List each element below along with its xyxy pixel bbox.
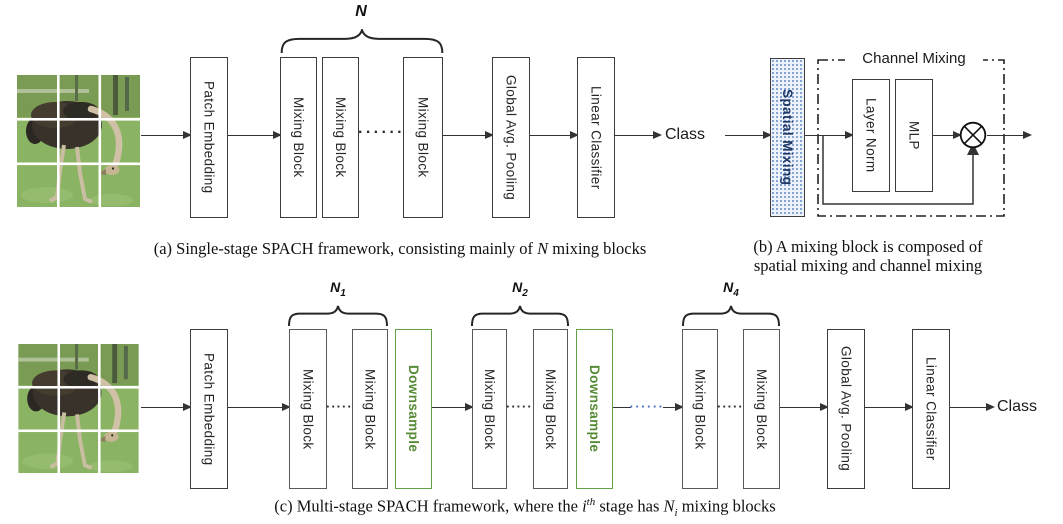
skip-connection xyxy=(822,136,979,205)
mixing-block-label: Mixing Block xyxy=(692,368,708,450)
arrow-spatial-to-layernorm xyxy=(805,130,854,139)
caption-a-var-n: N xyxy=(537,239,549,258)
otimes-icon xyxy=(959,121,987,149)
arrow-stage1-to-stage2 xyxy=(432,402,474,411)
linear-classifier-box-a: Linear Classifier xyxy=(577,57,615,218)
caption-a-text-end: mixing blocks xyxy=(548,239,647,258)
caption-b-line1: (b) A mixing block is composed of xyxy=(753,237,983,256)
arrow-image-to-patch-a xyxy=(141,130,192,139)
mlp-box: MLP xyxy=(895,79,933,192)
brace-n1 xyxy=(288,305,388,326)
layer-norm-label: Layer Norm xyxy=(863,98,879,173)
linear-classifier-label-a: Linear Classifier xyxy=(588,85,604,190)
downsample-label: Downsample xyxy=(406,365,421,453)
mixing-block-c4: Mixing Block xyxy=(533,329,568,489)
brace-label-n: N xyxy=(355,3,367,20)
n2-base: N xyxy=(512,279,523,295)
mixing-block-label: Mixing Block xyxy=(754,368,769,450)
mlp-label: MLP xyxy=(906,121,922,150)
mixing-block-label: Mixing Block xyxy=(333,97,348,178)
n2-sub: 2 xyxy=(522,287,528,299)
arrow-image-to-patch-c xyxy=(141,402,192,411)
arrow-stage4-to-pool xyxy=(780,402,829,411)
class-output-label-c: Class xyxy=(997,398,1038,415)
ellipsis-stage2: ······ xyxy=(506,399,538,414)
caption-c-text2: stage has xyxy=(595,496,664,516)
layer-norm-box: Layer Norm xyxy=(852,79,890,192)
arrow-classifier-to-class-a xyxy=(615,130,662,139)
brace-label-n4: N4 xyxy=(709,279,753,299)
mixing-block-c2: Mixing Block xyxy=(352,329,388,489)
mixing-block-a2: Mixing Block xyxy=(322,57,359,218)
mixing-block-c5: Mixing Block xyxy=(682,329,718,489)
arrow-to-stage4 xyxy=(663,402,684,411)
linear-classifier-box-c: Linear Classifier xyxy=(912,329,950,489)
channel-mixing-container xyxy=(817,59,1005,217)
downsample-label: Downsample xyxy=(587,365,602,453)
brace-label-n1: N1 xyxy=(316,279,360,299)
linear-classifier-label-c: Linear Classifier xyxy=(923,357,939,461)
mixing-block-label: Mixing Block xyxy=(415,97,431,178)
patch-embedding-label-c: Patch Embedding xyxy=(201,352,217,466)
brace-label-n2: N2 xyxy=(498,279,542,299)
spatial-mixing-box: Spatial Mixing xyxy=(770,58,805,217)
arrow-mixing-to-pool-a xyxy=(443,130,494,139)
patch-embedding-label-a: Patch Embedding xyxy=(201,81,217,194)
ellipsis-hidden-stages: ······ xyxy=(629,399,665,414)
mixing-block-label: Mixing Block xyxy=(300,368,316,450)
mixing-block-label: Mixing Block xyxy=(362,368,378,450)
mixing-block-label: Mixing Block xyxy=(291,97,306,178)
n4-sub: 4 xyxy=(733,287,739,299)
ellipsis-mixing-blocks-a: ······ xyxy=(358,124,405,141)
downsample-box-2: Downsample xyxy=(576,329,613,489)
caption-c: (c) Multi-stage SPACH framework, where t… xyxy=(180,496,870,519)
n1-base: N xyxy=(330,279,341,295)
mixing-block-label: Mixing Block xyxy=(482,368,497,450)
global-avg-pooling-label-c: Global Avg. Pooling xyxy=(838,346,854,472)
brace-n-a xyxy=(280,29,444,53)
arrow-patch-to-stage1 xyxy=(228,402,291,411)
caption-a: (a) Single-stage SPACH framework, consis… xyxy=(70,239,730,259)
caption-c-sup-th: th xyxy=(586,496,596,508)
n1-sub: 1 xyxy=(340,287,346,299)
mixing-block-c1: Mixing Block xyxy=(289,329,327,489)
ellipsis-stage1: ······ xyxy=(326,399,358,414)
brace-n4 xyxy=(682,305,780,326)
arrow-multiply-to-output xyxy=(987,130,1032,139)
arrow-pool-to-classifier-c xyxy=(865,402,914,411)
input-image-patches-a xyxy=(17,75,140,207)
patch-embedding-box-a: Patch Embedding xyxy=(190,57,228,218)
arrow-classifier-to-class-c xyxy=(950,402,995,411)
mixing-block-label: Mixing Block xyxy=(543,368,558,450)
caption-c-sub-i: i xyxy=(674,506,678,519)
global-avg-pooling-box-c: Global Avg. Pooling xyxy=(827,329,865,489)
spatial-mixing-label: Spatial Mixing xyxy=(780,89,795,186)
mixing-block-a1: Mixing Block xyxy=(280,57,317,218)
brace-n2 xyxy=(471,305,569,326)
caption-c-var-n: N xyxy=(663,496,675,516)
patch-embedding-box-c: Patch Embedding xyxy=(190,329,228,489)
caption-b-line2: spatial mixing and channel mixing xyxy=(753,256,983,275)
caption-a-text: (a) Single-stage SPACH framework, consis… xyxy=(153,239,538,258)
caption-c-text3: mixing blocks xyxy=(677,496,776,516)
arrow-mlp-to-multiply xyxy=(933,130,962,139)
global-avg-pooling-box-a: Global Avg. Pooling xyxy=(492,57,530,218)
arrow-input-spatial-mixing xyxy=(725,130,772,139)
global-avg-pooling-label-a: Global Avg. Pooling xyxy=(503,74,519,201)
mixing-block-c3: Mixing Block xyxy=(472,329,507,489)
n4-base: N xyxy=(723,279,734,295)
downsample-box-1: Downsample xyxy=(395,329,432,489)
arrow-patch-to-mixing-a xyxy=(228,130,282,139)
mixing-block-a3: Mixing Block xyxy=(403,57,443,218)
mixing-block-c6: Mixing Block xyxy=(743,329,780,489)
caption-b: (b) A mixing block is composed of spatia… xyxy=(688,237,1048,275)
ellipsis-stage4: ······ xyxy=(717,399,749,414)
input-image-patches-c xyxy=(17,344,140,473)
line-after-downsample2 xyxy=(613,407,631,408)
class-output-label-a: Class xyxy=(665,126,706,143)
caption-c-var-i: i xyxy=(582,496,587,516)
caption-c-text1: (c) Multi-stage SPACH framework, where t… xyxy=(274,496,583,516)
channel-mixing-label: Channel Mixing xyxy=(845,49,983,69)
arrow-pool-to-classifier-a xyxy=(530,130,579,139)
